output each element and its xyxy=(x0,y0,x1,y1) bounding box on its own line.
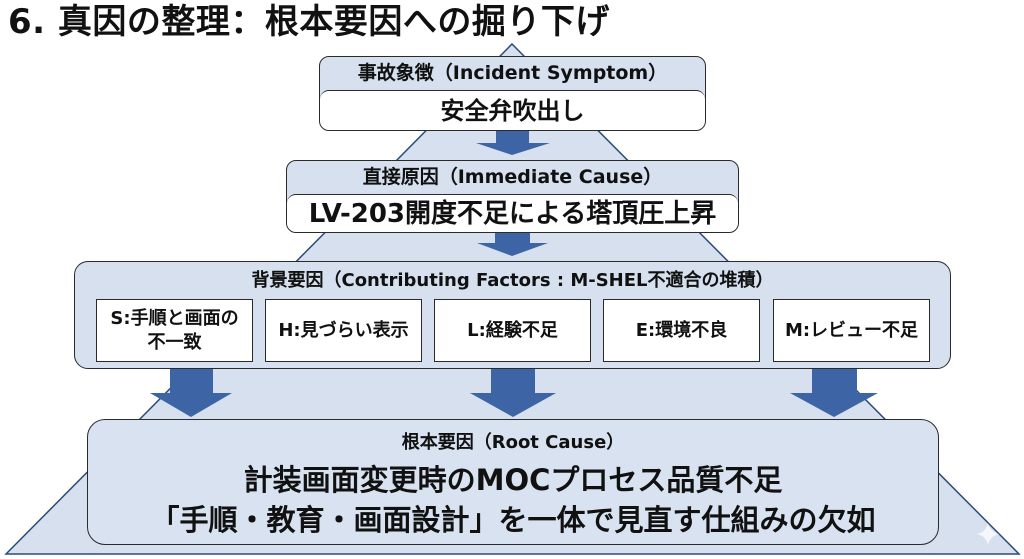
arrow-down-icon xyxy=(477,233,548,256)
arrow-down-icon xyxy=(470,369,556,417)
immediate-cause-header: 直接原因（Immediate Cause） xyxy=(362,166,663,188)
factor-label: E:環境不良 xyxy=(635,319,728,341)
sparkle-icon xyxy=(977,523,999,545)
factor-software: S:手順と画面の 不一致 xyxy=(96,299,253,362)
root-cause-line-2: 「手順・教育・画面設計」を一体で見直す仕組みの欠如 xyxy=(150,503,876,537)
incident-symptom-box: 事故象徴（Incident Symptom） 安全弁吹出し xyxy=(319,56,706,131)
contributing-factors-box: 背景要因（Contributing Factors : M-SHEL不適合の堆積… xyxy=(74,261,951,369)
arrow-down-icon xyxy=(790,369,878,417)
contributing-factors-header: 背景要因（Contributing Factors : M-SHEL不適合の堆積… xyxy=(251,270,774,291)
immediate-cause-box: 直接原因（Immediate Cause） LV-203開度不足による塔頂圧上昇 xyxy=(286,160,739,233)
page-title: 6. 真因の整理：根本要因への掘り下げ xyxy=(8,2,610,42)
factor-label: L:経験不足 xyxy=(467,319,558,341)
factor-hardware: H:見づらい表示 xyxy=(265,299,422,362)
factor-label: H:見づらい表示 xyxy=(278,319,409,341)
factor-environment: E:環境不良 xyxy=(603,299,760,362)
root-cause-line-1: 計装画面変更時のMOCプロセス品質不足 xyxy=(243,463,783,497)
incident-symptom-header: 事故象徴（Incident Symptom） xyxy=(357,62,668,84)
arrow-down-icon xyxy=(476,131,550,155)
incident-symptom-value: 安全弁吹出し xyxy=(320,90,705,130)
root-cause-box: 根本要因（Root Cause） 計装画面変更時のMOCプロセス品質不足 「手順… xyxy=(87,419,939,545)
factor-label: M:レビュー不足 xyxy=(784,319,919,341)
immediate-cause-value: LV-203開度不足による塔頂圧上昇 xyxy=(287,194,738,232)
arrow-down-icon xyxy=(150,369,232,417)
factor-management: M:レビュー不足 xyxy=(773,299,930,362)
factor-liveware: L:経験不足 xyxy=(434,299,591,362)
root-cause-statement: 計装画面変更時のMOCプロセス品質不足 「手順・教育・画面設計」を一体で見直す仕… xyxy=(88,460,938,540)
root-cause-header: 根本要因（Root Cause） xyxy=(401,432,625,453)
factor-label: S:手順と画面の 不一致 xyxy=(110,307,239,353)
